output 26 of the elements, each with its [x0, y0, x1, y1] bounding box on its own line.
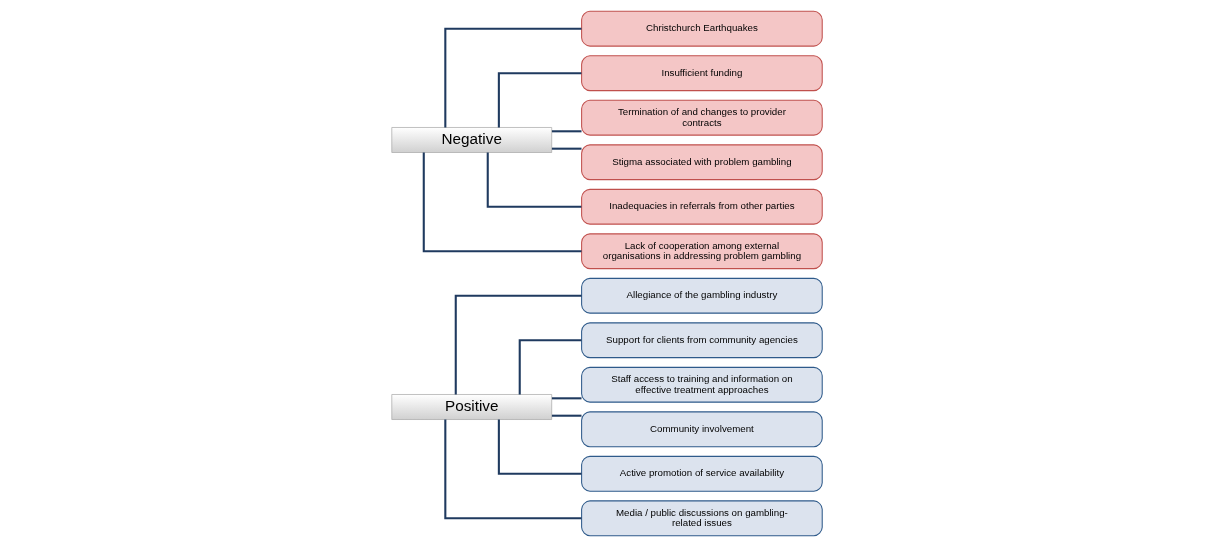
- node-box: Support for clients from community agencies: [580, 322, 823, 359]
- connector: [551, 397, 581, 400]
- connector: [518, 339, 581, 395]
- connector: [454, 294, 582, 395]
- node-box: Inadequacies in referrals from other parties: [580, 188, 823, 225]
- node-box: Stigma associated with problem gambling: [580, 144, 823, 181]
- connector: [443, 419, 581, 520]
- connector: [551, 130, 581, 133]
- connector: [486, 152, 581, 208]
- node-box: Negative: [390, 127, 552, 153]
- connector: [551, 414, 581, 417]
- connector: [443, 27, 581, 128]
- node-box: Media / public discussions on gambling-related issues: [580, 500, 823, 537]
- connector: [422, 152, 582, 253]
- node-box: Positive: [390, 394, 552, 420]
- node-box: Community involvement: [580, 411, 823, 448]
- node-box: Lack of cooperation among external organisations in addressing problem gambling: [580, 233, 823, 270]
- node-box: Active promotion of service availability: [580, 455, 823, 492]
- node-box: Christchurch Earthquakes: [580, 10, 823, 47]
- node-box: Insufficient funding: [580, 55, 823, 92]
- node-box: Staff access to training and information on effective treatment approaches: [580, 366, 823, 403]
- node-box: Allegiance of the gambling industry: [580, 277, 823, 314]
- connector: [497, 419, 581, 475]
- node-box: Termination of and changes to provider contracts: [580, 99, 823, 136]
- connector: [497, 72, 581, 128]
- connector: [551, 147, 581, 150]
